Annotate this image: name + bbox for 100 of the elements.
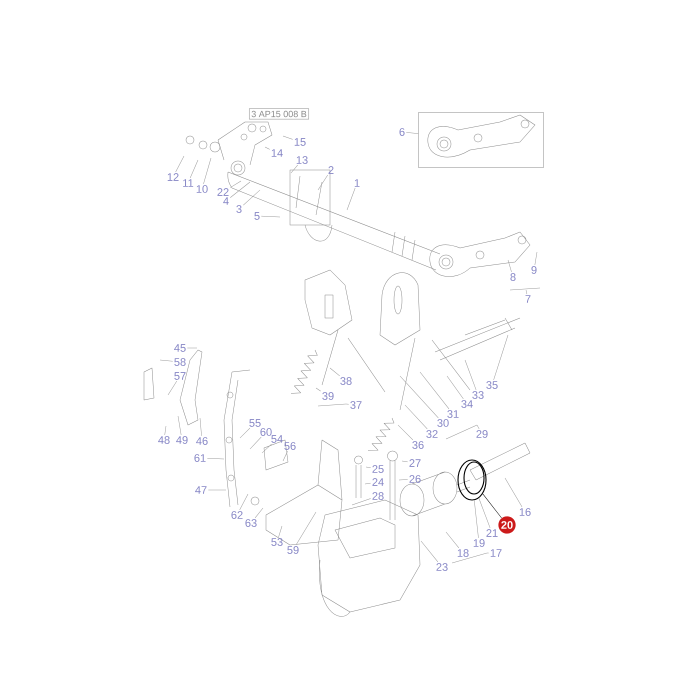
callout-number: 22: [217, 188, 229, 196]
callout-number: 5: [254, 212, 260, 220]
callout-number: 23: [436, 563, 448, 571]
callout-number: 62: [231, 511, 243, 519]
leader-line: [352, 498, 371, 506]
leader-line: [262, 444, 272, 454]
leader-line: [398, 424, 414, 440]
callout-number: 48: [158, 436, 170, 444]
callout-number: 7: [526, 295, 531, 303]
leader-line: [207, 458, 224, 460]
leader-line: [264, 146, 270, 150]
leader-line: [203, 158, 212, 184]
leader-line: [282, 450, 288, 462]
callout-number: 37: [350, 401, 362, 409]
inset-frame: [418, 112, 544, 168]
leader-line: [164, 426, 166, 436]
leader-line: [346, 404, 349, 405]
callout-number: 46: [196, 437, 208, 445]
leader-line: [296, 512, 316, 546]
callout-number: 3: [236, 205, 242, 213]
leader-line: [230, 182, 250, 198]
callout-number: 29: [476, 430, 488, 438]
callout-number: 20: [498, 516, 516, 534]
callout-number: 56: [284, 442, 296, 450]
leader-line: [160, 360, 173, 362]
leader-line: [240, 428, 250, 438]
leader-line: [243, 190, 260, 206]
leader-line: [190, 160, 198, 178]
callout-number: 14: [272, 149, 283, 157]
callout-number: 39: [322, 392, 334, 400]
callout-number: 8: [510, 273, 516, 281]
callout-number: 17: [490, 549, 502, 557]
callout-number: 25: [372, 465, 384, 473]
leader-line: [261, 216, 280, 218]
callout-number: 30: [437, 419, 449, 427]
drawing-code-label: 3 AP15 008 B: [248, 108, 310, 120]
leader-line: [404, 404, 428, 430]
callout-number: 49: [176, 436, 188, 444]
leader-line: [420, 372, 450, 410]
leader-line: [420, 540, 438, 562]
callout-number: 45: [174, 344, 186, 352]
leader-line: [478, 498, 490, 528]
callout-number: 36: [412, 441, 424, 449]
callout-number: 10: [196, 185, 208, 193]
callout-number: 16: [520, 508, 531, 516]
leader-line: [278, 526, 282, 538]
callout-number: 28: [372, 492, 384, 500]
seal-ring-drawing: [457, 459, 487, 501]
leader-line: [346, 188, 356, 210]
callout-number: 32: [426, 430, 438, 438]
callout-number: 18: [458, 549, 469, 557]
callout-number: 1: [354, 179, 360, 187]
callout-number: 11: [183, 179, 194, 187]
callout-number: 33: [472, 391, 484, 399]
callout-number: 9: [531, 266, 537, 274]
leader-line: [254, 508, 264, 518]
callout-number: 53: [271, 538, 283, 546]
leader-line: [230, 180, 242, 188]
callout-number: 31: [447, 410, 459, 418]
leader-line: [200, 418, 202, 436]
leader-line: [168, 380, 178, 396]
callout-number: 34: [461, 400, 473, 408]
callout-number: 57: [174, 372, 186, 380]
leader-line: [330, 368, 340, 376]
callout-number: 15: [294, 138, 306, 146]
leader-line: [476, 424, 480, 430]
leader-line: [526, 290, 528, 294]
leader-line: [239, 494, 248, 510]
leader-line: [534, 252, 538, 266]
leader-line: [446, 532, 460, 548]
callout-number: 21: [486, 529, 498, 537]
callout-number: 61: [194, 454, 206, 462]
leader-line: [282, 136, 293, 140]
leader-line: [364, 482, 371, 484]
leader-line: [486, 552, 489, 554]
callout-number: 38: [340, 377, 352, 385]
leader-line: [482, 494, 502, 518]
callout-number: 13: [296, 156, 308, 164]
leader-line: [402, 460, 408, 462]
callout-number: 24: [372, 478, 384, 486]
callout-number: 19: [474, 539, 485, 547]
leader-line: [290, 164, 298, 174]
callout-number: 54: [271, 435, 283, 443]
leader-line: [400, 376, 439, 418]
callout-number: 55: [249, 419, 261, 427]
leader-line: [250, 436, 262, 450]
callout-number: 27: [409, 459, 421, 467]
leader-line: [446, 376, 464, 400]
callout-number: 35: [486, 381, 498, 389]
leader-line: [474, 500, 479, 538]
callout-number: 63: [245, 519, 257, 527]
callout-number: 6: [400, 128, 405, 136]
callout-number: 59: [287, 546, 299, 554]
callout-number: 2: [328, 166, 334, 174]
leader-line: [406, 132, 418, 134]
leader-line: [508, 260, 512, 272]
callout-number: 12: [168, 173, 179, 181]
leader-line: [493, 334, 508, 380]
callout-number: 60: [260, 428, 272, 436]
leader-line: [318, 174, 328, 190]
